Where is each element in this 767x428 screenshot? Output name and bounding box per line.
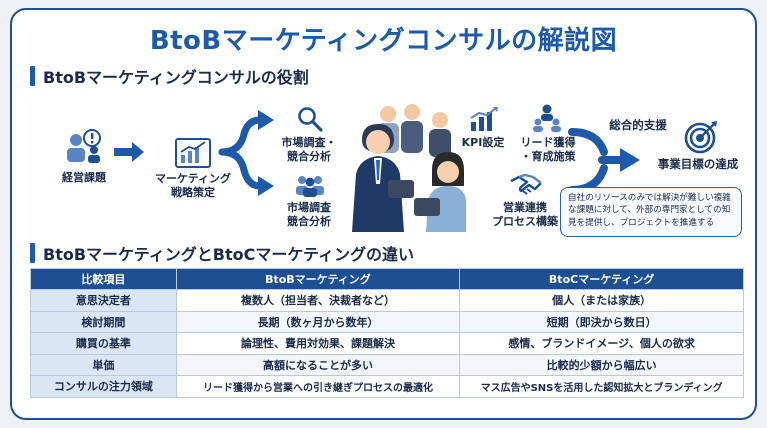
- table-cell: 感情、ブランドイメージ、個人の欲求: [459, 332, 744, 355]
- table-row: 単価 高額になることが多い 比較的少額から幅広い: [30, 353, 744, 376]
- table-cell: リード獲得から営業への引き継ぎプロセスの最適化: [175, 375, 461, 398]
- person-alert-icon: [67, 129, 101, 163]
- group-icon: [296, 176, 324, 197]
- row-label: 購買の基準: [30, 332, 177, 355]
- label-sales: 営業連携 プロセス構築: [492, 201, 558, 229]
- row-label: 単価: [30, 353, 177, 376]
- table-row: 購買の基準 論理性、費用対効果、課題解決 感情、ブランドイメージ、個人の欲求: [30, 332, 744, 355]
- table-row: 検討期間 長期（数ヶ月から数年） 短期（即決から数日）: [30, 310, 744, 333]
- table-row: 意思決定者 複数人（担当者、決裁者など） 個人（または家族）: [30, 289, 744, 312]
- table-cell: 論理性、費用対効果、課題解決: [175, 332, 461, 355]
- network-people-icon: [533, 104, 561, 132]
- heading-bar: [30, 243, 35, 263]
- fork-arrow-icon: [218, 116, 264, 190]
- comparison-table: 比較項目 BtoBマーケティング BtoCマーケティング 意思決定者 複数人（担…: [30, 268, 744, 398]
- label-research-1: 市場調査・ 競合分析: [281, 136, 337, 164]
- section-heading-compare-text: BtoBマーケティングとBtoCマーケティングの違い: [43, 245, 415, 264]
- column-header: BtoCマーケティング: [459, 268, 744, 290]
- target-icon: [684, 121, 717, 154]
- description-box: 自社のリソースのみでは解決が難しい複雑な課題に対して、外部の専門家としての知見を…: [560, 187, 742, 237]
- column-header: 比較項目: [30, 268, 177, 290]
- table-cell: 短期（即決から数日）: [459, 310, 744, 333]
- table-cell: 複数人（担当者、決裁者など）: [175, 289, 461, 312]
- business-team-illustration: [352, 104, 466, 232]
- label-support: 総合的支援: [609, 118, 667, 132]
- row-label: コンサルの注力領域: [30, 375, 177, 398]
- table-cell: 比較的少額から幅広い: [459, 353, 744, 376]
- table-cell: 高額になることが多い: [175, 353, 461, 376]
- page-title: BtoBマーケティングコンサルの解説図: [149, 26, 618, 56]
- row-label: 検討期間: [30, 310, 177, 333]
- section-heading-role: BtoBマーケティングコンサルの役割: [30, 64, 309, 88]
- label-research-2: 市場調査 競合分析: [287, 201, 331, 229]
- section-heading-compare: BtoBマーケティングとBtoCマーケティングの違い: [30, 241, 414, 265]
- arrow-right-icon: [114, 142, 144, 162]
- column-header: BtoBマーケティング: [175, 268, 461, 290]
- label-strategy: マーケティング 戦略策定: [154, 172, 232, 200]
- bar-chart-icon: [470, 107, 498, 131]
- table-row: コンサルの注力領域 リード獲得から営業への引き継ぎプロセスの最適化 マス広告やS…: [30, 375, 744, 398]
- chart-board-icon: [175, 138, 211, 168]
- table-header-row: 比較項目 BtoBマーケティング BtoCマーケティング: [30, 268, 744, 290]
- heading-bar: [30, 66, 35, 86]
- handshake-icon: [510, 173, 542, 195]
- section-heading-role-text: BtoBマーケティングコンサルの役割: [43, 68, 309, 87]
- magnifier-icon: [298, 107, 323, 132]
- label-lead: リード獲得 ・育成施策: [520, 136, 576, 164]
- label-issue: 経営課題: [62, 171, 106, 184]
- label-goal: 事業目標の達成: [657, 157, 739, 171]
- table-cell: マス広告やSNSを活用した認知拡大とブランディング: [459, 375, 744, 398]
- label-kpi: KPI設定: [461, 136, 505, 149]
- table-cell: 個人（または家族）: [459, 289, 744, 312]
- table-cell: 長期（数ヶ月から数年）: [175, 310, 461, 333]
- infographic-frame: BtoBマーケティングコンサルの解説図 BtoBマーケティングコンサルの役割: [10, 8, 757, 420]
- row-label: 意思決定者: [30, 289, 177, 312]
